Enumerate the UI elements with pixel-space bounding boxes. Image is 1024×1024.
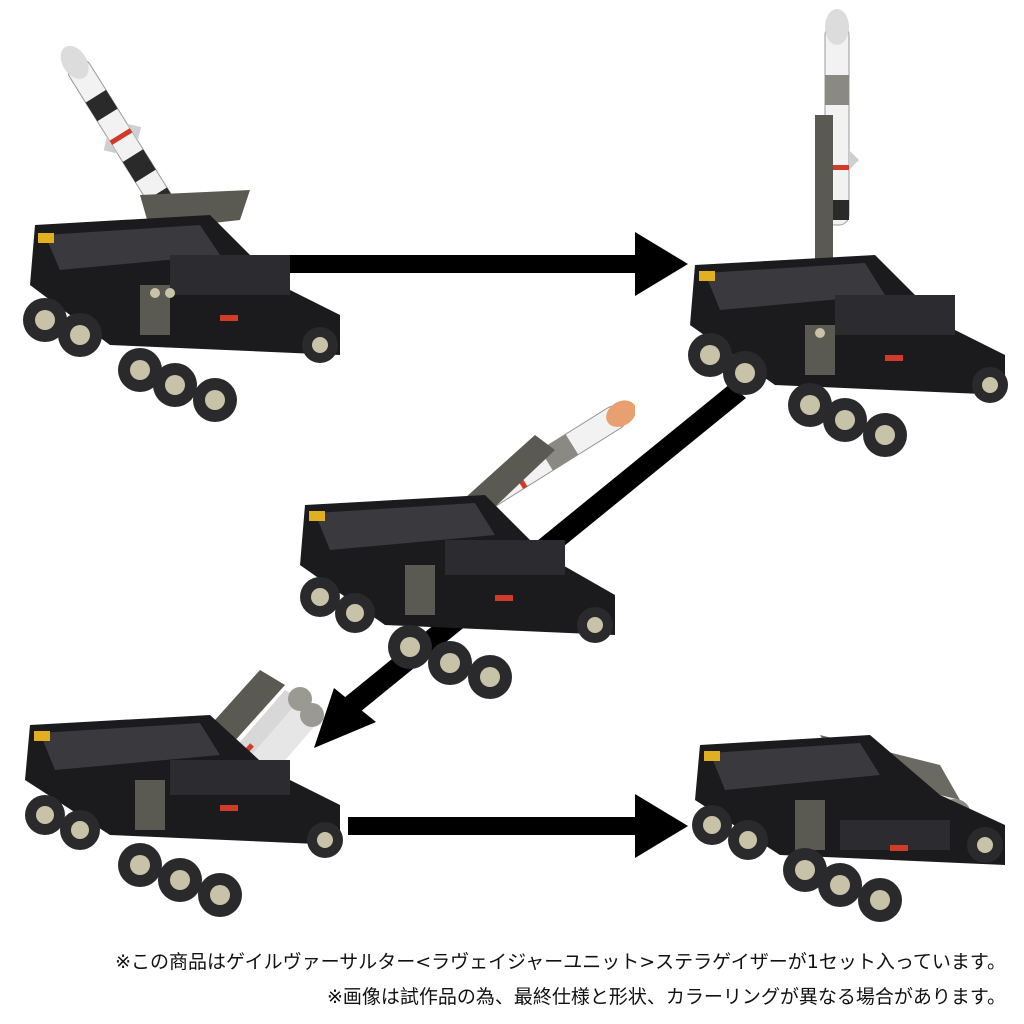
hull: [300, 495, 615, 635]
missile: [60, 45, 188, 236]
wheels: [688, 333, 1008, 457]
vehicle-pose-3: [300, 400, 635, 699]
vehicle-pose-1: [23, 45, 340, 422]
vehicle-pose-2: [688, 9, 1008, 457]
arrow-top-right: [215, 232, 688, 296]
arrow-bottom-right: [348, 794, 688, 858]
hull: [30, 215, 340, 355]
hull: [25, 715, 340, 845]
hull: [690, 255, 1005, 395]
disclaimer-prototype: ※画像は試作品の為、最終仕様と形状、カラーリングが異なる場合があります。: [326, 986, 1006, 1008]
wheels: [300, 577, 613, 699]
disclaimer-contents: ※この商品はゲイルヴァーサルター<ラヴェイジャーユニット>ステラゲイザーが1セッ…: [115, 951, 1006, 973]
wheels: [23, 298, 338, 422]
vehicle-pose-5: [692, 735, 1005, 922]
hull: [695, 735, 1005, 865]
wheels: [25, 795, 343, 917]
vehicle-pose-4: [25, 670, 343, 917]
wheels: [692, 805, 1003, 922]
